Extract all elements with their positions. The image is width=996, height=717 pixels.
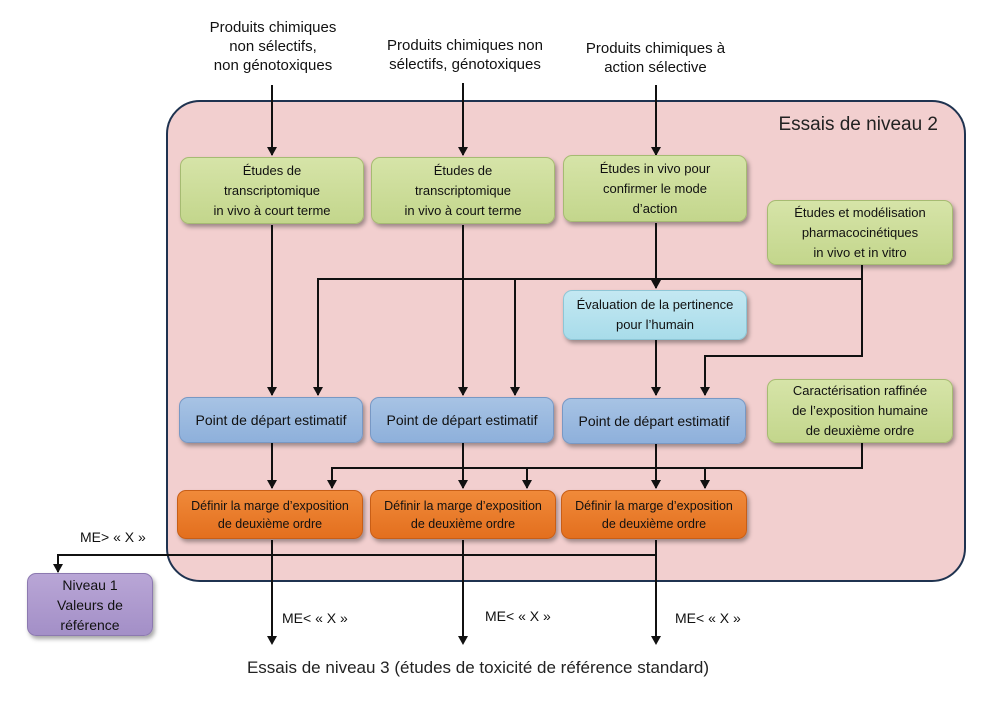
moe-greater-than-x-label: ME> « X » [80, 529, 146, 545]
pharmacokinetic-studies-box: Études et modélisation pharmacocinétique… [767, 200, 953, 265]
arrowhead [458, 480, 468, 489]
moe-less-than-x-label-1: ME< « X » [282, 610, 348, 626]
transcriptomics-study-box-1: Études de transcriptomique in vivo à cou… [180, 157, 364, 224]
arrowhead [313, 387, 323, 396]
arrowhead [458, 387, 468, 396]
arrowhead [267, 147, 277, 156]
exposure-bus [331, 443, 863, 488]
point-of-departure-box-2: Point de départ estimatif [370, 397, 554, 443]
pk-branch-pod3 [704, 279, 863, 395]
arrowhead [327, 480, 337, 489]
arrowhead [267, 387, 277, 396]
source-label-selective-action: Produits chimiques à action sélective [585, 40, 726, 76]
level-3-title: Essais de niveau 3 (études de toxicité d… [0, 658, 996, 678]
point-of-departure-box-1: Point de départ estimatif [179, 397, 363, 443]
pk-bus [317, 265, 863, 395]
point-of-departure-box-3: Point de départ estimatif [562, 398, 746, 444]
arrowhead [651, 636, 661, 645]
arrowhead [700, 480, 710, 489]
in-vivo-mode-of-action-box: Études in vivo pour confirmer le mode d’… [563, 155, 747, 222]
arrowhead [522, 480, 532, 489]
arrowhead [651, 280, 661, 289]
margin-of-exposure-box-3: Définir la marge d’exposition de deuxièm… [561, 490, 747, 539]
arrowhead [267, 480, 277, 489]
source-label-non-selective-non-genotoxic: Produits chimiques non sélectifs, non gé… [209, 19, 337, 74]
arrowhead [651, 387, 661, 396]
arrowhead [458, 636, 468, 645]
moe-less-than-x-label-2: ME< « X » [485, 608, 551, 624]
level-3-title-text: Essais de niveau 3 (études de toxicité d… [246, 658, 710, 677]
moe-less-than-x-label-3: ME< « X » [675, 610, 741, 626]
arrowhead [651, 147, 661, 156]
refined-exposure-box: Caractérisation raffinée de l’exposition… [767, 379, 953, 443]
arrowhead [651, 480, 661, 489]
source-label-non-selective-genotoxic: Produits chimiques non sélectifs, génoto… [387, 37, 543, 73]
arrow-moe-to-level1 [57, 554, 656, 572]
level-1-reference-values-box: Niveau 1 Valeurs de référence [27, 573, 153, 636]
arrowhead [700, 387, 710, 396]
margin-of-exposure-box-1: Définir la marge d’exposition de deuxièm… [177, 490, 363, 539]
arrowhead [53, 564, 63, 573]
arrowhead [458, 147, 468, 156]
human-relevance-box: Évaluation de la pertinence pour l’humai… [563, 290, 747, 340]
level-2-title: Essais de niveau 2 [778, 114, 939, 135]
transcriptomics-study-box-2: Études de transcriptomique in vivo à cou… [371, 157, 555, 224]
margin-of-exposure-box-2: Définir la marge d’exposition de deuxièm… [370, 490, 556, 539]
arrowhead [510, 387, 520, 396]
arrowhead [267, 636, 277, 645]
